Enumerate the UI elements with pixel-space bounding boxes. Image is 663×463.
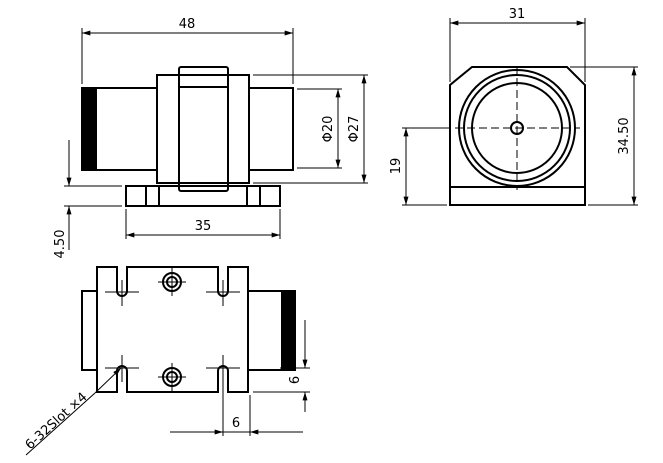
dim-slot-y: 6 xyxy=(288,376,303,384)
knurled-band xyxy=(281,291,295,370)
dim-center-height: 19 xyxy=(389,158,404,175)
bottom-view: 6 6 6-32Slot ×4 xyxy=(23,266,310,456)
dim-length: 48 xyxy=(179,17,196,32)
dim-outer-dia: Φ27 xyxy=(347,116,362,143)
dim-base-height: 4.50 xyxy=(53,230,68,259)
dim-height: 34.50 xyxy=(617,117,632,154)
knurled-band xyxy=(82,88,97,170)
slot-note: 6-32Slot ×4 xyxy=(23,390,91,453)
dim-slot-x: 6 xyxy=(232,416,240,431)
dim-base-width: 35 xyxy=(195,219,212,234)
dim-inner-dia: Φ20 xyxy=(321,116,336,143)
front-view: 48 Φ20 Φ27 4.50 35 xyxy=(53,17,368,258)
dim-width: 31 xyxy=(509,7,526,22)
side-view: 31 34.50 19 xyxy=(389,7,638,206)
